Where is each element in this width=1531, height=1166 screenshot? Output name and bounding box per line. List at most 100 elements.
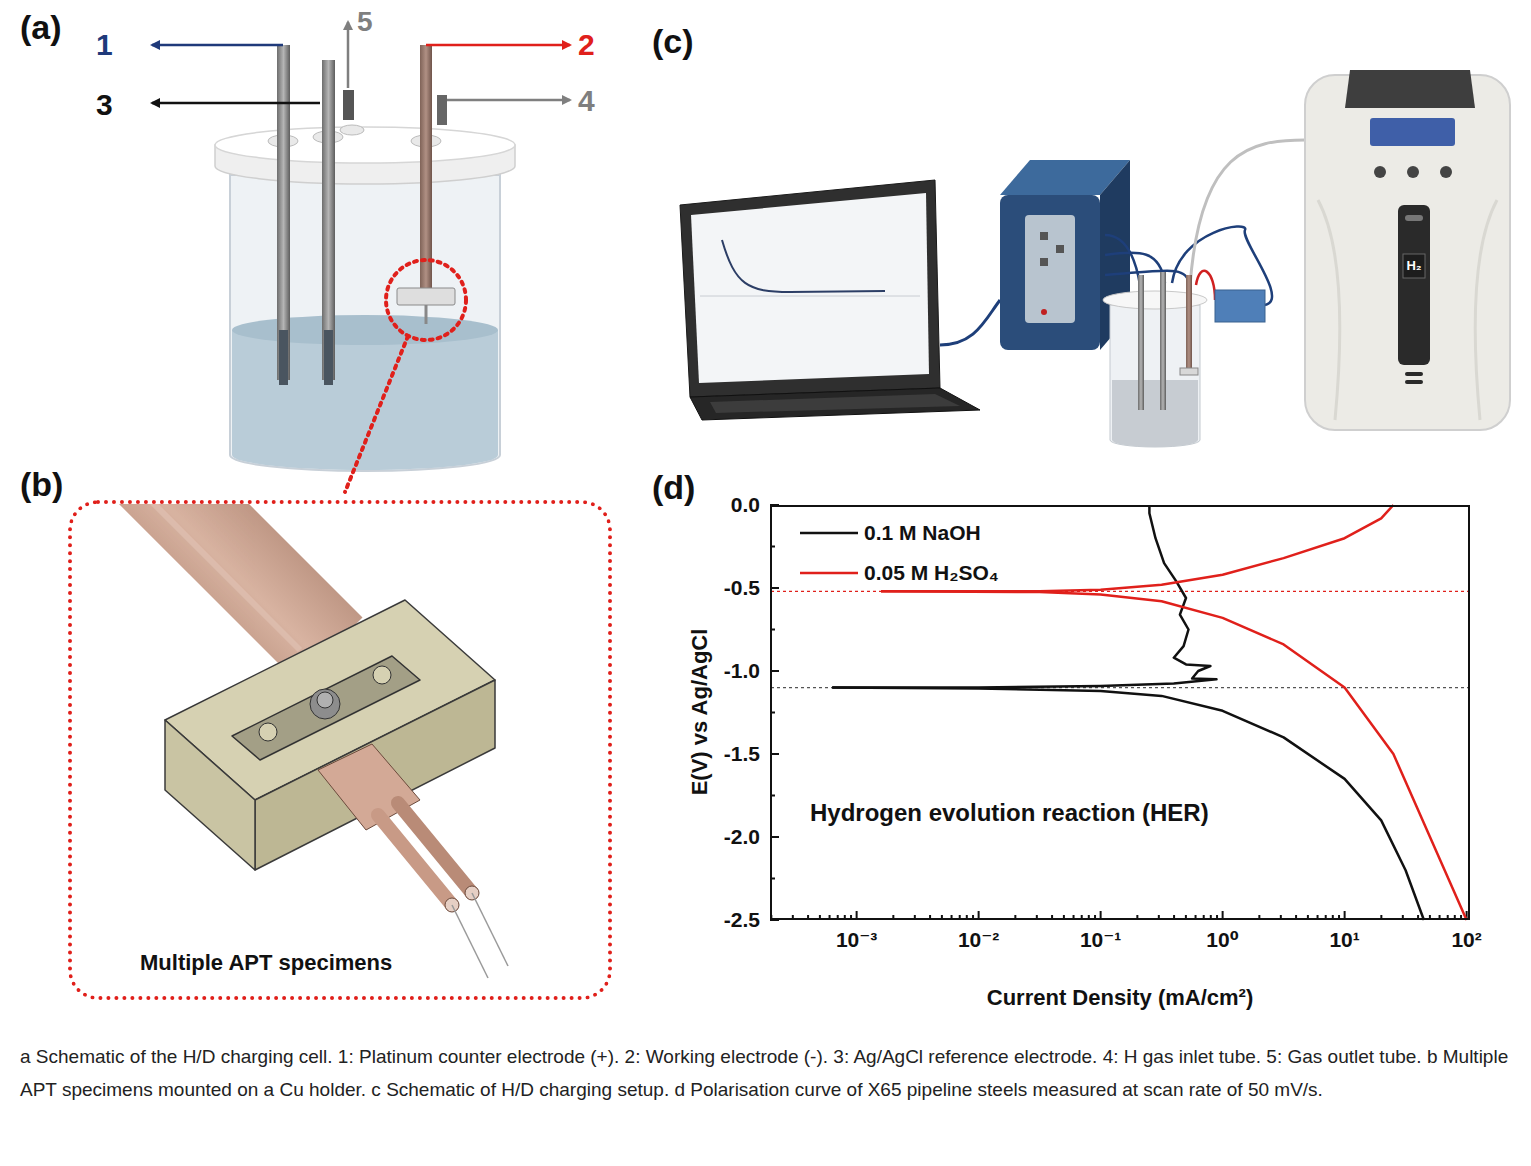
figure-artwork [1305,70,1510,430]
ecorr-line [771,591,1469,592]
tick-label: -2.0 [724,825,760,849]
callout-number: 3 [96,88,113,123]
figure-artwork [1405,380,1423,384]
tick-label: 10² [1451,928,1481,952]
figure-artwork [420,45,432,290]
tick-label: 10⁻² [958,928,999,952]
figure-artwork [345,336,408,492]
figure-artwork [324,330,333,385]
figure-artwork [1105,235,1140,285]
figure-artwork [1025,215,1075,323]
naoh-curve [832,505,1216,688]
figure-artwork [232,330,498,470]
figure-artwork [310,689,340,719]
figure-artwork [940,300,1000,345]
figure-artwork [425,305,428,324]
figure-artwork [1403,254,1425,278]
figure-artwork [1000,195,1100,350]
figure-artwork [1105,271,1190,285]
figure-artwork [1138,275,1144,410]
figure-artwork [1041,309,1047,315]
tick-label: 10¹ [1329,928,1359,952]
figure-artwork [120,504,508,978]
figure-artwork [215,45,515,492]
figure-artwork [140,504,330,650]
figure-artwork [447,99,570,102]
figure-artwork [1215,290,1265,322]
figure-artwork [259,723,277,741]
figure-artwork [230,175,500,471]
node-text: Multiple APT specimens [140,950,392,975]
callout-number: 2 [578,28,595,63]
figure-artwork [1040,232,1048,240]
figure-artwork [770,505,1469,920]
figure-artwork [426,44,570,47]
figure-artwork [472,893,508,966]
tick-label: -2.5 [724,908,760,932]
figure-artwork [386,260,466,340]
panel-letter: (c) [652,22,694,61]
legend-sample [800,572,858,575]
figure-artwork [1040,258,1048,266]
figure-artwork [1374,166,1386,178]
figure-artwork [710,394,960,413]
figure-artwork [1160,272,1166,410]
panel-letter: (a) [20,8,62,47]
figure-artwork [232,315,498,345]
figure-artwork [1190,140,1305,286]
figure-artwork [940,160,1130,350]
panel-letter: (d) [652,468,695,507]
figure-artwork [1370,118,1455,146]
figure-artwork [279,330,288,385]
figure-artwork [680,180,980,420]
figure-artwork [690,388,980,420]
tick-label: -1.0 [724,659,760,683]
inset-box: Multiple APT specimens [68,500,612,1000]
figure-artwork [152,44,283,47]
figure-artwork [340,125,364,135]
figure-artwork [1112,380,1198,447]
figure-artwork [1180,368,1198,375]
figure-artwork [347,22,350,88]
panel-letter: (b) [20,465,63,504]
figure-artwork [1105,253,1165,283]
figure-artwork [1056,245,1064,253]
callout-number: 4 [578,84,595,119]
axis-title: Current Density (mA/cm²) [987,985,1253,1010]
figure-artwork [1103,272,1265,447]
figure-caption: a Schematic of the H/D charging cell. 1:… [20,1040,1510,1107]
figure-artwork [680,180,940,397]
figure-artwork [232,656,420,760]
legend-sample [800,532,858,535]
tick-label: -0.5 [724,576,760,600]
figure-artwork [1398,205,1430,365]
figure-artwork [152,102,320,105]
figure-artwork [691,193,929,383]
figure-artwork [120,504,300,650]
figure-artwork [397,288,455,305]
device-label: H₂ [1406,259,1421,274]
figure-artwork [700,296,920,297]
tick-label: 10⁻³ [836,928,877,952]
figure-artwork [1407,166,1419,178]
figure-artwork [1440,166,1452,178]
figure-artwork [277,45,290,380]
figure-artwork [317,692,333,708]
figure-artwork [1475,200,1497,420]
callout-number: 5 [357,6,373,38]
figure-artwork [1186,275,1192,370]
figure-artwork [373,666,391,684]
legend-text: 0.1 M NaOH [864,521,981,545]
figure-artwork [343,90,354,120]
figure-artwork [722,240,885,292]
h2so4-curve [881,591,1467,920]
tick-label: 10⁻¹ [1080,928,1121,952]
figure-artwork [398,803,472,893]
node-text: Hydrogen evolution reaction (HER) [810,799,1209,827]
callout-number: 1 [96,28,113,63]
figure-artwork [1305,75,1510,430]
figure-artwork [1318,200,1340,420]
tick-label: 10⁰ [1206,928,1239,952]
figure-artwork [215,127,515,163]
